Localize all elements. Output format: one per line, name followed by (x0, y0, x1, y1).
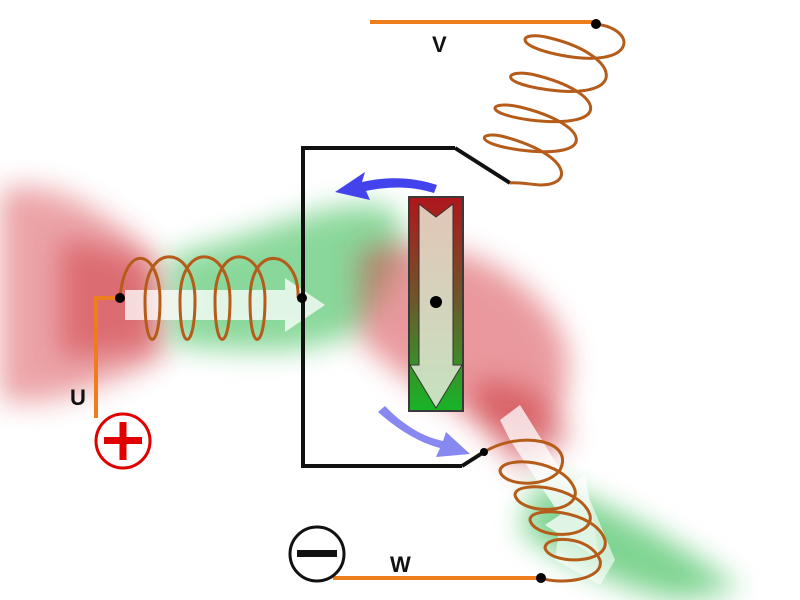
magnetic-field (0, 187, 740, 600)
positive-terminal (94, 412, 152, 470)
wire-u (94, 296, 120, 418)
stator-frame (301, 146, 512, 468)
coil-w-loops (483, 438, 607, 583)
rotor-pivot (430, 296, 442, 308)
rotation-arrow-bottom (378, 406, 470, 457)
dot-u-right (297, 293, 307, 303)
dot-v (591, 19, 601, 29)
rotation-arrows (335, 172, 470, 457)
phase-label-u: U (70, 385, 86, 410)
rotation-arrow-top (335, 172, 437, 200)
coil-v (482, 22, 626, 187)
coil-u-loops (118, 255, 300, 341)
dot-w-frame (480, 448, 488, 456)
dot-u-left (115, 293, 125, 303)
dot-w (536, 573, 546, 583)
phase-label-v: V (432, 32, 447, 57)
rotor (408, 196, 464, 412)
coil-v-loops (482, 22, 626, 187)
field-arrow-u (125, 278, 325, 332)
frame-lead-v (453, 146, 512, 185)
coil-w (483, 438, 607, 583)
wires (94, 20, 596, 580)
frame-line (301, 146, 462, 468)
frame-lead-w (460, 450, 486, 468)
minus-icon (297, 550, 337, 557)
coil-u (118, 255, 300, 341)
negative-terminal (288, 525, 346, 583)
plus-icon-vertical (119, 422, 127, 460)
phase-label-w: W (390, 552, 411, 577)
connection-dots (115, 19, 601, 583)
